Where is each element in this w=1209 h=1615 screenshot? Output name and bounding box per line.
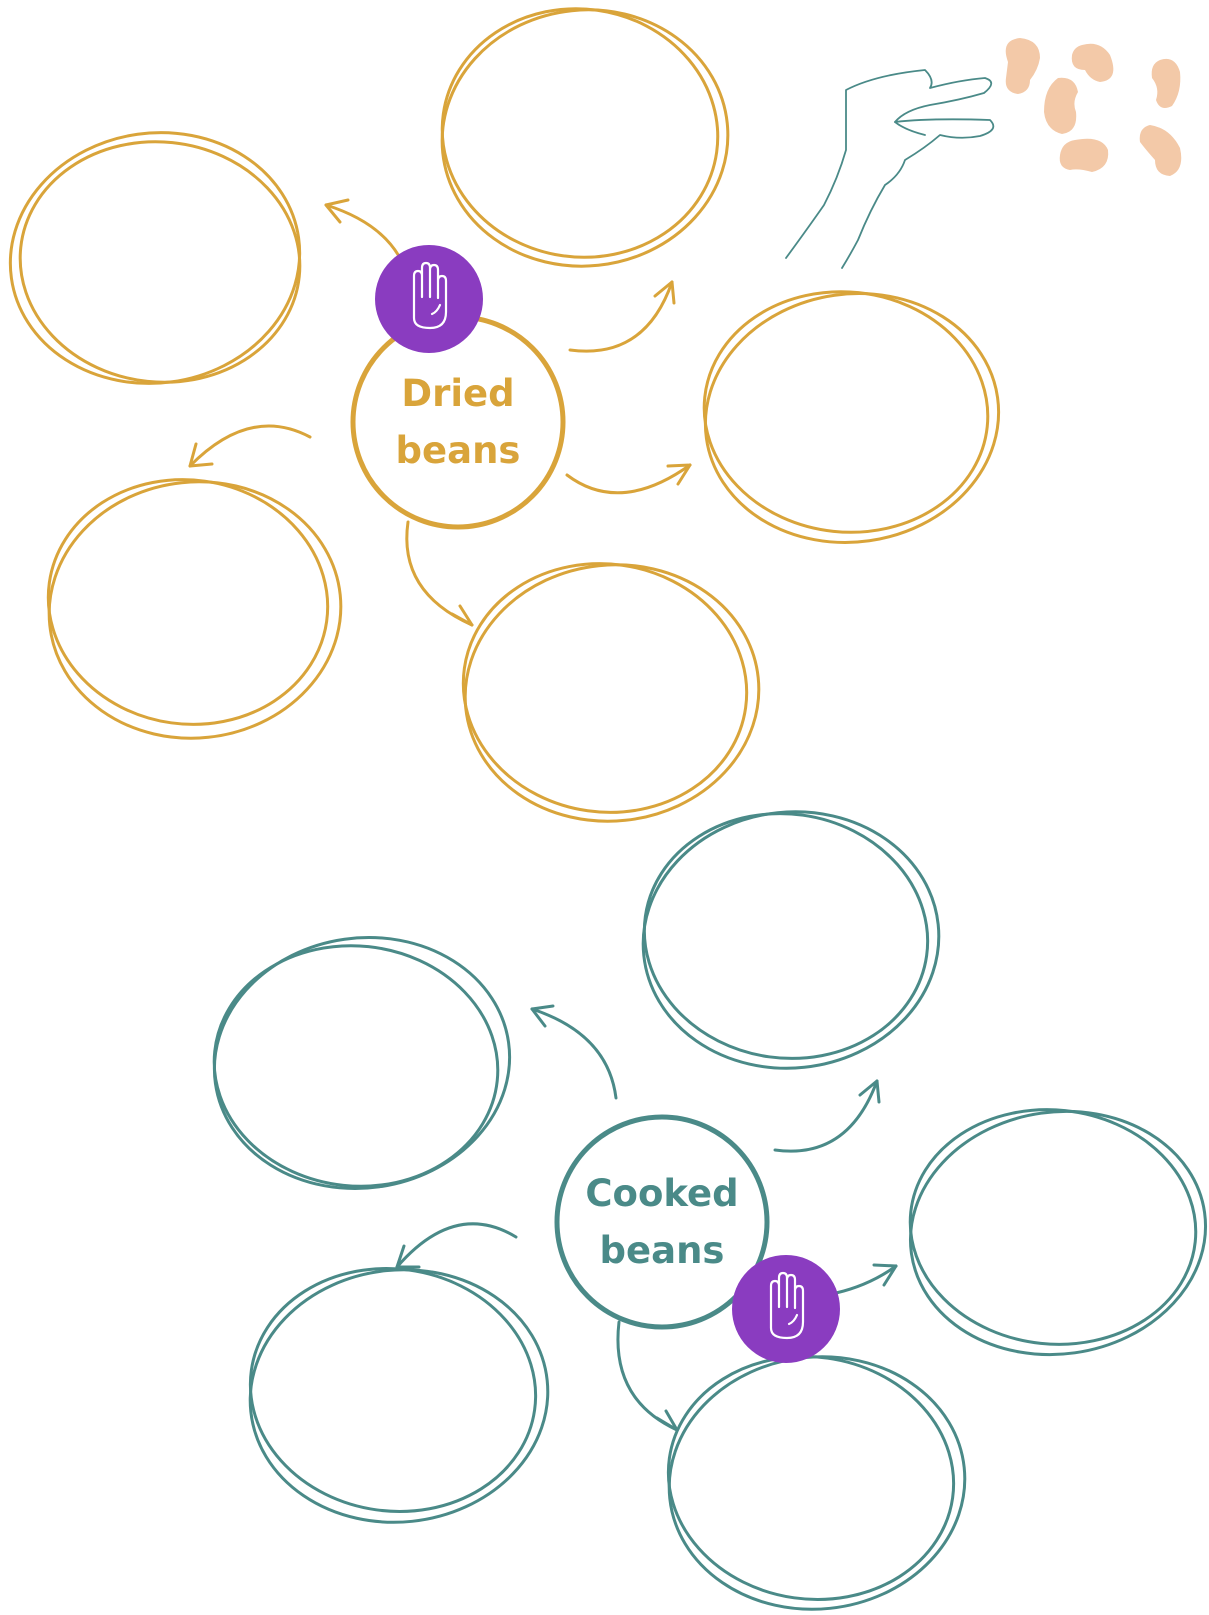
cooked-center-label-line1: Cooked [585,1172,738,1215]
dried-blank-circle-5[interactable] [447,545,771,835]
dried-blank-circle-3[interactable] [689,275,1015,562]
dried-arrow-top-right [568,280,676,353]
cooked-arrow-top-right [773,1079,881,1153]
raised-hand-icon [769,1271,805,1340]
dried-center-label-line2: beans [396,429,521,472]
hand-outline-icon [785,69,995,269]
cooked-arrow-left [395,1222,518,1269]
hand-dropping-beans-illustration [785,38,1182,269]
cooked-blank-circle-2[interactable] [628,795,951,1082]
raised-hand-icon [412,261,448,330]
bean-icons [1005,38,1182,176]
cooked-blank-circle-5[interactable] [653,1338,978,1615]
cooked-raised-hand-badge [732,1255,840,1363]
dried-raised-hand-badge [375,245,483,353]
dried-blank-circle-1[interactable] [0,114,316,402]
cooked-arrow-top-left [530,1004,618,1100]
dried-arrow-bottom [405,520,474,627]
dried-blank-circle-2[interactable] [426,0,741,280]
dried-center-circle [350,314,566,530]
dried-center-label-line1: Dried [401,372,514,415]
cooked-arrow-right [834,1263,898,1295]
cooked-beans-map [198,795,1209,1615]
dried-arrow-top-left [324,198,402,260]
cooked-blank-circle-1[interactable] [198,919,526,1208]
cooked-center-label-line2: beans [600,1229,725,1272]
dried-arrow-left [188,424,312,468]
dried-beans-map [0,0,1015,835]
dried-blank-circle-4[interactable] [32,462,353,753]
cooked-arrow-bottom [616,1320,679,1432]
cooked-center-circle [554,1114,770,1330]
cooked-blank-circle-3[interactable] [895,1093,1209,1374]
cooked-blank-circle-4[interactable] [235,1250,561,1537]
dried-arrow-right [565,463,692,495]
